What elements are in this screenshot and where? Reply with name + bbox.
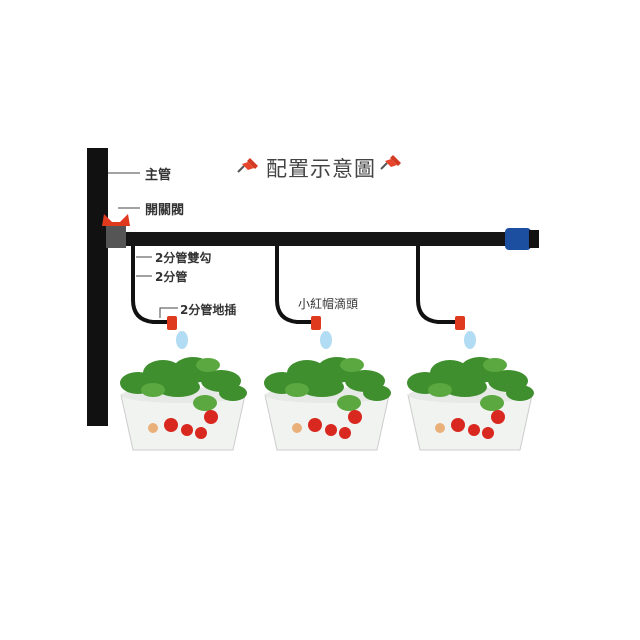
horizontal-pipe xyxy=(108,232,508,246)
end-cap xyxy=(529,230,539,248)
pushpin-icon-left xyxy=(237,157,259,173)
pushpin-icon-right xyxy=(380,154,402,170)
diagram-title: 配置示意圖 xyxy=(266,157,376,181)
label-valve: 開關閥 xyxy=(145,203,185,218)
strawberry-pot-2 xyxy=(263,356,392,451)
valve-body xyxy=(106,226,126,248)
label-ground-stake: 2分管地插 xyxy=(180,303,237,317)
label-red-cap-dripper: 小紅帽滴頭 xyxy=(298,297,359,311)
label-double-hook: 2分管雙勾 xyxy=(155,251,212,265)
label-2-pipe: 2分管 xyxy=(155,270,188,284)
blue-connector xyxy=(505,228,531,250)
strawberry-pot-3 xyxy=(406,356,535,451)
label-main-pipe: 主管 xyxy=(145,168,172,183)
valve-handle xyxy=(102,214,130,226)
strawberry-pot-1 xyxy=(119,356,248,451)
main-pipe xyxy=(87,148,108,426)
